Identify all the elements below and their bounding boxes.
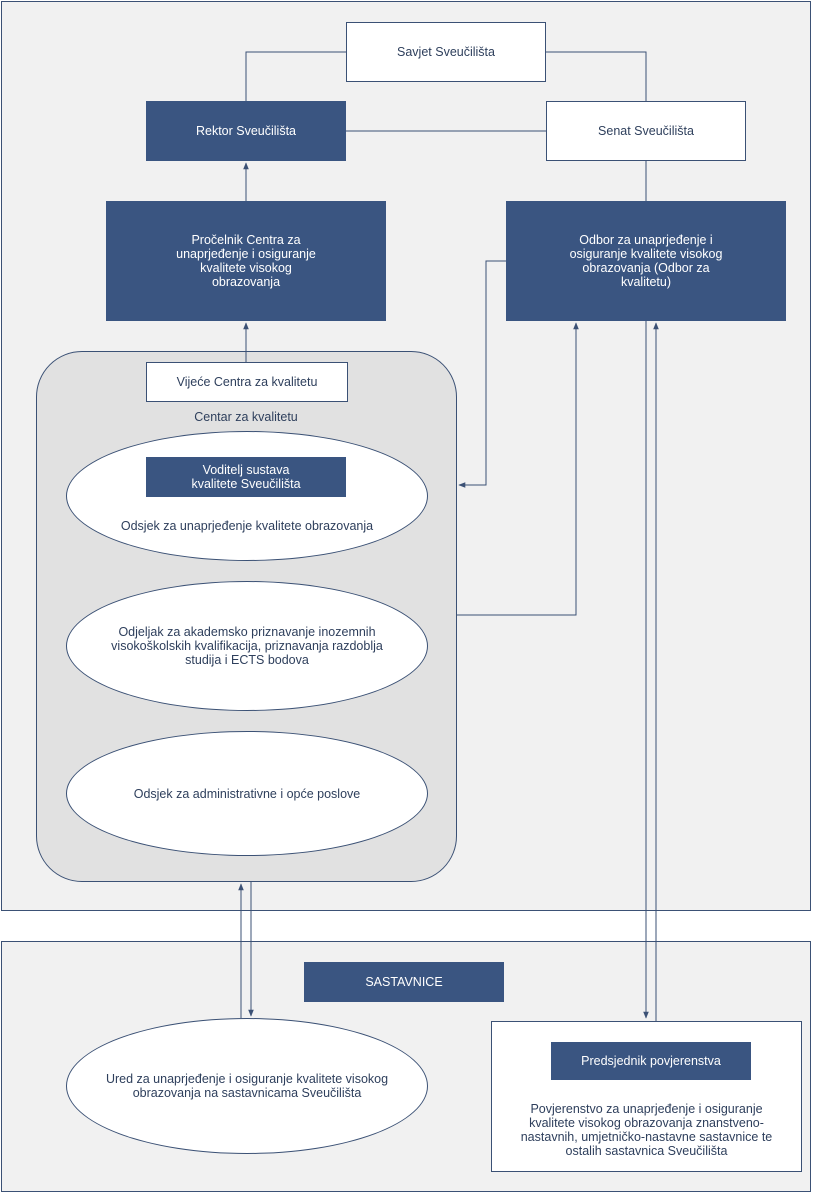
sastavnice-box: SASTAVNICE xyxy=(304,962,504,1002)
senat-label: Senat Sveučilišta xyxy=(598,124,694,138)
procelnik-label: Pročelnik Centra za unaprjeđenje i osigu… xyxy=(176,233,316,289)
predsjednik-label: Predsjednik povjerenstva xyxy=(581,1054,721,1068)
odjeljak-label: Odjeljak za akademsko priznavanje inozem… xyxy=(111,625,383,667)
voditelj-label: Voditelj sustava kvalitete Sveučilišta xyxy=(191,463,301,491)
povjerenstvo-label: Povjerenstvo za unaprjeđenje i osiguranj… xyxy=(520,1102,773,1158)
predsjednik-box: Predsjednik povjerenstva xyxy=(551,1042,751,1080)
centar-za-kvalitetu-label: Centar za kvalitetu xyxy=(194,410,298,424)
odsjek-unaprjedjenje-label: Odsjek za unaprjeđenje kvalitete obrazov… xyxy=(120,519,374,533)
ured-ellipse: Ured za unaprjeđenje i osiguranje kvalit… xyxy=(66,1018,428,1154)
sastavnice-label: SASTAVNICE xyxy=(365,975,443,989)
odbor-box: Odbor za unaprjeđenje i osiguranje kvali… xyxy=(506,201,786,321)
ured-label: Ured za unaprjeđenje i osiguranje kvalit… xyxy=(105,1072,389,1100)
rektor-box: Rektor Sveučilišta xyxy=(146,101,346,161)
vijece-box: Vijeće Centra za kvalitetu xyxy=(146,362,348,402)
savjet-box: Savjet Sveučilišta xyxy=(346,22,546,82)
vijece-label: Vijeće Centra za kvalitetu xyxy=(176,375,318,389)
rektor-label: Rektor Sveučilišta xyxy=(195,124,297,138)
savjet-label: Savjet Sveučilišta xyxy=(397,45,495,59)
senat-box: Senat Sveučilišta xyxy=(546,101,746,161)
odsjek-admin-ellipse: Odsjek za administrativne i opće poslove xyxy=(66,731,428,856)
procelnik-box: Pročelnik Centra za unaprjeđenje i osigu… xyxy=(106,201,386,321)
odbor-label: Odbor za unaprjeđenje i osiguranje kvali… xyxy=(569,233,723,289)
odjeljak-ellipse: Odjeljak za akademsko priznavanje inozem… xyxy=(66,581,428,711)
odsjek-admin-label: Odsjek za administrativne i opće poslove xyxy=(133,786,361,801)
voditelj-box: Voditelj sustava kvalitete Sveučilišta xyxy=(146,457,346,497)
